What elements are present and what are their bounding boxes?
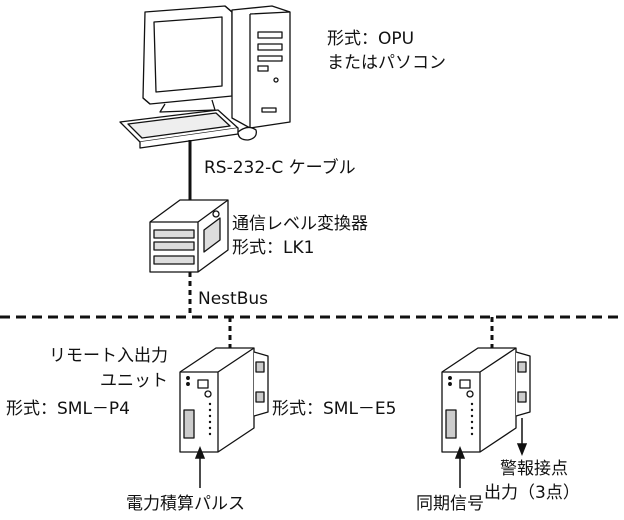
nestbus-label: NestBus [198,289,268,309]
power-pulse-label: 電力積算パルス [126,494,245,514]
remote-io-label-line1: リモート入出力 [49,346,168,366]
converter-label-line1: 通信レベル変換器 [232,214,368,234]
alarm-label-line2: 出力（3点） [484,483,580,503]
e5-label: 形式：SML－E5 [272,399,397,419]
sml-p4-module-icon [179,347,269,453]
converter-label-line2: 形式：LK1 [232,238,315,258]
sml-e5-module-icon [441,347,531,453]
remote-io-label-line2: ユニット [100,371,168,391]
remote-io-label-line3: 形式：SML－P4 [6,399,130,419]
pc-label-line2: またはパソコン [327,53,446,73]
pc-label-line1: 形式：OPU [327,29,415,49]
alarm-label-line1: 警報接点 [500,459,568,479]
cable-label: RS-232-C ケーブル [204,158,356,178]
sync-signal-arrowhead [454,445,466,459]
lk1-converter-icon [149,199,229,273]
power-pulse-arrowhead [194,445,206,459]
computer-icon [119,5,291,149]
sync-signal-label: 同期信号 [416,494,484,514]
alarm-output-arrowhead [516,443,528,457]
